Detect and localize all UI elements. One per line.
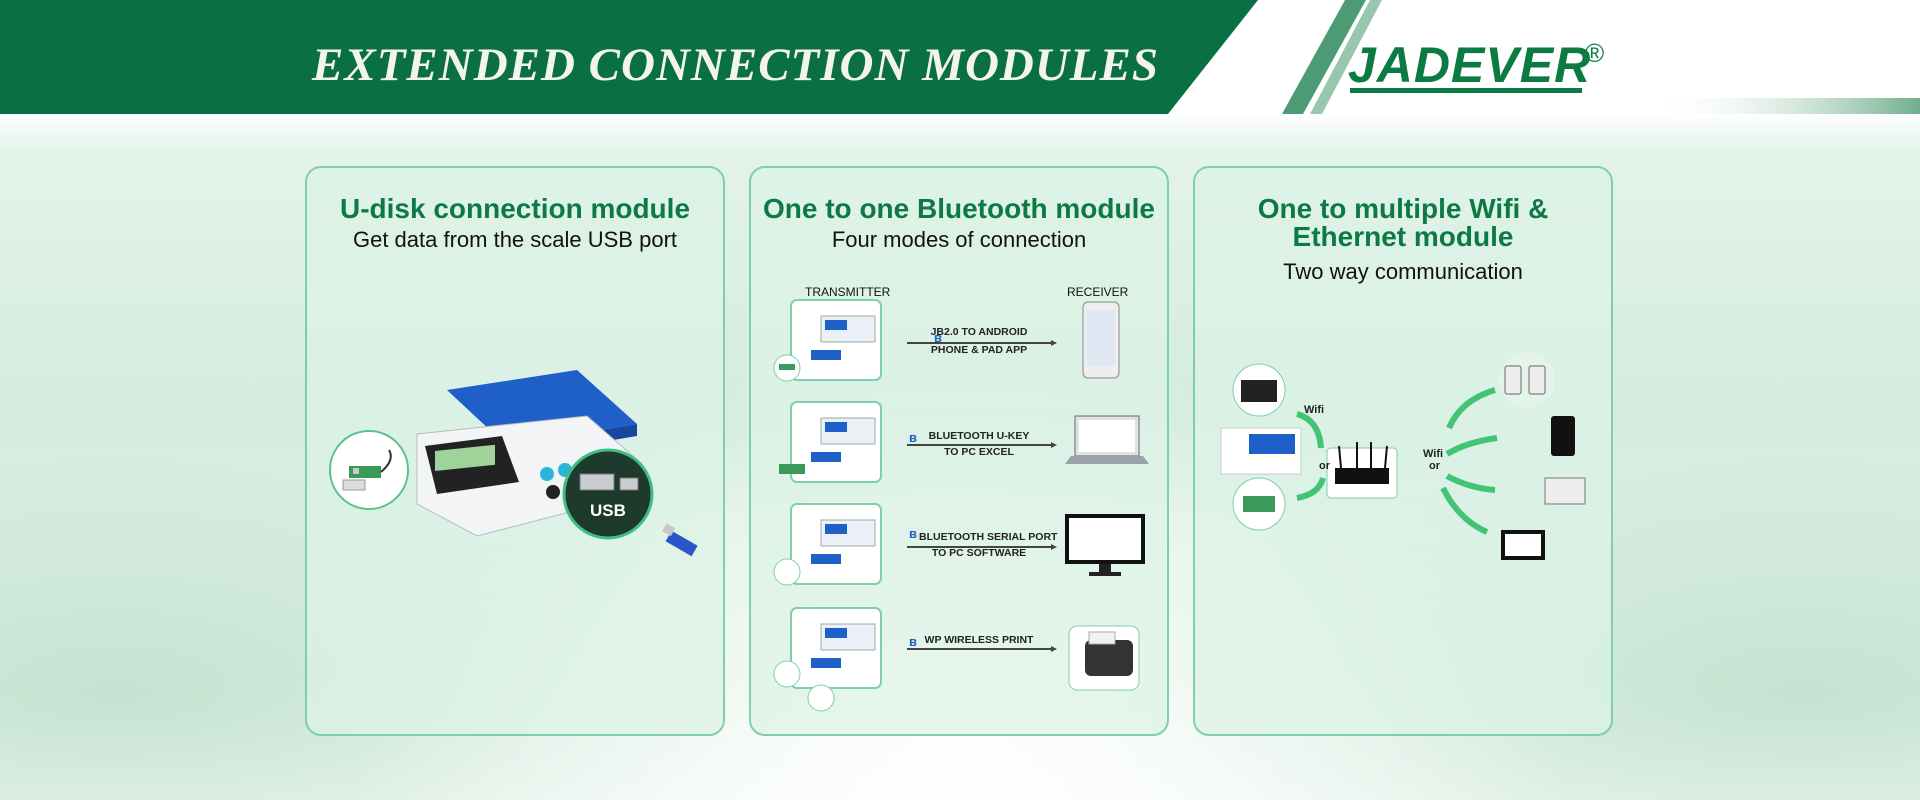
mode-line2: PHONE & PAD APP [930,344,1028,356]
or-label: or [1319,460,1330,472]
arrow [907,646,1057,652]
scale-transmitter-icon [773,503,882,586]
wifi-label: Wifi [1304,404,1325,416]
arrow [907,442,1057,448]
panel-usb-module: U-disk connection module Get data from t… [305,166,725,736]
scale-transmitter-icon [773,607,882,712]
mode-line1: JB2.0 TO ANDROID [930,326,1028,338]
arrow [907,340,1057,346]
panel-subtitle: Get data from the scale USB port [352,227,678,252]
weighing-scale-icon [416,370,643,537]
wifi-network-diagram [1220,352,1586,560]
panel-title: One to one Bluetooth module [763,193,1155,224]
mode-line2: TO PC SOFTWARE [931,547,1027,559]
wifi-label: Wifi [1423,448,1444,460]
mode-line2: TO PC EXCEL [944,446,1014,458]
mode-line1: BLUETOOTH SERIAL PORT [919,531,1058,543]
monitor-icon [1065,514,1145,576]
usb-module-icon [329,430,409,510]
brand-logo: JADEVER [1348,37,1592,93]
panel-title-line2: Ethernet module [1292,221,1514,252]
bluetooth-icon: ʙ [909,430,917,445]
registered-mark: ® [1585,38,1605,68]
bluetooth-icon: ʙ [934,330,942,345]
bluetooth-icon: ʙ [909,526,917,541]
laptop-icon [1065,415,1149,464]
panel-subtitle: Four modes of connection [831,227,1087,252]
logo-underline [1350,88,1582,93]
printer-icon [1068,625,1140,691]
scale-transmitter-icon [773,299,882,382]
header-banner: EXTENDED CONNECTION MODULES JADEVER ® [0,0,1920,114]
scale-transmitter-icon [779,401,882,483]
banner-shape [0,0,1920,114]
phone-icon [1082,301,1120,379]
bluetooth-icon: ʙ [909,634,917,649]
usb-stick-icon [662,523,698,557]
mode-line1: WP WIRELESS PRINT [924,634,1034,646]
panel-subtitle: Two way communication [1283,259,1523,284]
receiver-label: RECEIVER [1067,285,1129,299]
panel-title-line1: One to multiple Wifi & [1257,193,1549,224]
usb-port-icon [562,448,654,540]
panel-title: U-disk connection module [339,193,691,224]
transmitter-label: TRANSMITTER [805,285,891,299]
page-title: EXTENDED CONNECTION MODULES [312,39,1159,91]
mode-line1: BLUETOOTH U-KEY [928,430,1030,442]
or-label: or [1429,460,1440,472]
panel-wifi-ethernet-module: One to multiple Wifi & Ethernet module T… [1193,166,1613,736]
arrow [907,544,1057,550]
usb-label: USB [590,501,626,520]
panel-bluetooth-module: One to one Bluetooth module Four modes o… [749,166,1169,736]
banner-stripe [1215,0,1296,114]
